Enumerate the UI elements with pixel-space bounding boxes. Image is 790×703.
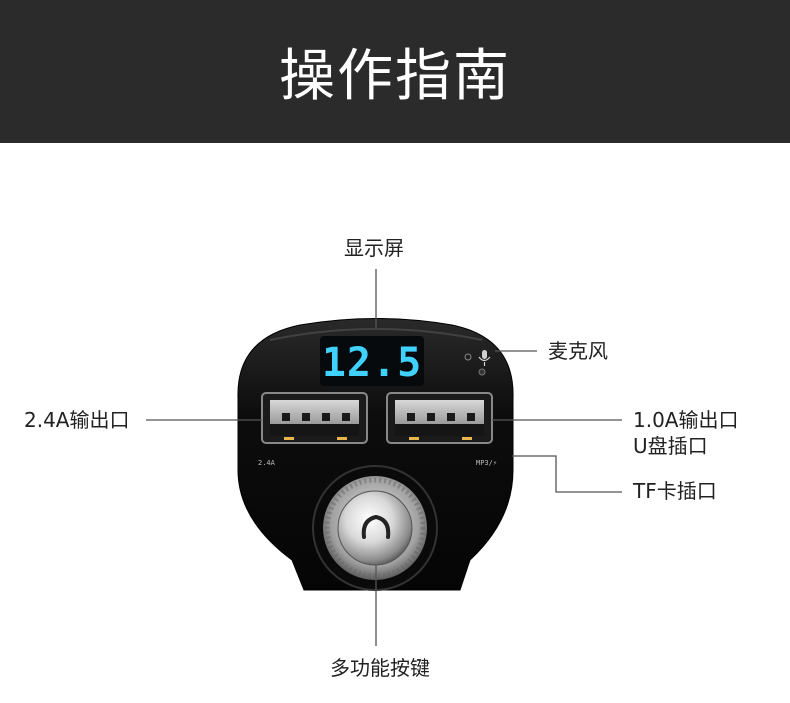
display-screen [320, 336, 424, 386]
status-dot [464, 353, 472, 361]
header-banner: 操作指南 [0, 0, 790, 143]
label-right-usb-2: U盘插口 [633, 434, 708, 458]
label-left-usb: 2.4A输出口 [24, 408, 130, 432]
microphone-icon [478, 350, 491, 366]
page-title: 操作指南 [279, 44, 511, 109]
usb-port-right [386, 392, 493, 444]
leader-tf [512, 455, 622, 493]
label-display-screen: 显示屏 [344, 236, 404, 260]
phone-icon [361, 514, 391, 539]
knob-ring-teeth [324, 477, 426, 579]
device-highlight [269, 328, 483, 341]
label-multi-button: 多功能按键 [330, 656, 430, 680]
display-digits: 12.5 [322, 340, 422, 386]
usb-port-left [261, 392, 368, 444]
mic-hole [478, 368, 486, 376]
label-right-usb-1: 1.0A输出口 [633, 408, 739, 432]
multi-function-button[interactable] [337, 490, 413, 566]
label-microphone: 麦克风 [548, 339, 608, 363]
port-mark-right: MP3/⚡ [476, 459, 497, 467]
label-tf-slot: TF卡插口 [633, 479, 717, 503]
device-body [237, 318, 514, 591]
leader-lines [146, 269, 622, 646]
port-mark-left: 2.4A [258, 459, 276, 467]
device-diagram: 12.5 [0, 143, 790, 703]
device-illustration: 12.5 [146, 269, 622, 646]
